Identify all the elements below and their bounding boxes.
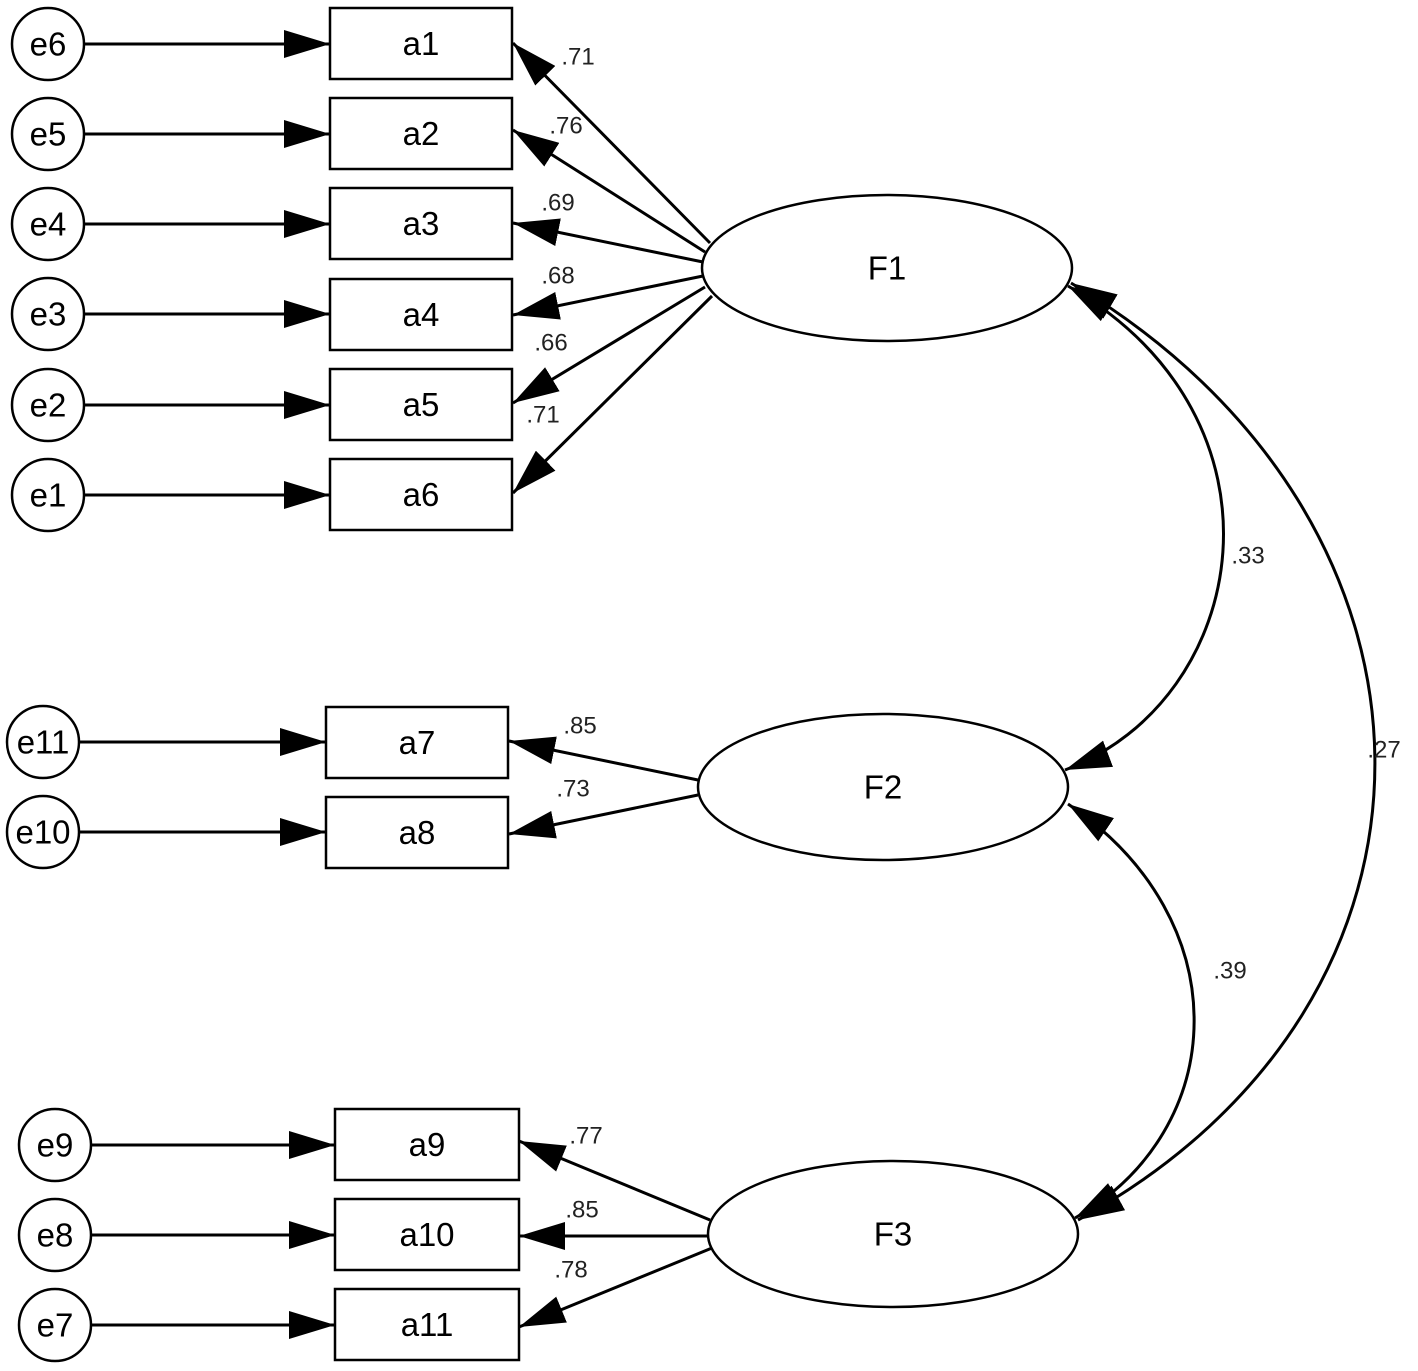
loading-arrow-f3-a11 [518,1246,713,1329]
error-label-e5: e5 [30,116,67,153]
correlation-arrow-f2-f3 [1067,802,1196,1220]
error-label-e11: e11 [17,724,70,761]
loading-label-a5: .66 [534,330,567,357]
error-node-e4 [10,186,86,262]
indicator-box-a5 [328,367,514,442]
error-node-e7 [17,1287,93,1363]
error-node-e8 [17,1197,93,1273]
error-node-e3 [10,276,86,352]
loading-label-a8: .73 [556,776,589,803]
error-node-e5 [10,96,86,172]
error-label-e3: e3 [30,296,67,333]
factor-label-f1: F1 [868,250,907,287]
indicator-label-a9: a9 [409,1126,446,1163]
indicator-label-a7: a7 [399,724,436,761]
error-node-e11 [5,704,81,780]
correlation-label-f2-f3: .39 [1213,958,1246,985]
indicator-box-a1 [328,6,514,81]
indicator-label-a6: a6 [403,476,440,513]
indicator-label-a11: a11 [401,1306,454,1343]
loading-arrow-f2-a7 [508,736,699,782]
indicator-box-a4 [328,277,514,352]
loading-label-a4: .68 [541,263,574,290]
loading-arrow-f1-a3 [512,218,704,264]
indicator-box-a3 [328,186,514,261]
loading-label-a2: .76 [549,113,582,140]
loading-arrow-f1-a6 [511,294,714,495]
indicator-box-a2 [328,96,514,171]
loading-label-a6: .71 [526,402,559,429]
loading-arrow-f1-a5 [512,285,706,405]
error-node-e10 [5,794,81,870]
error-label-e6: e6 [30,26,67,63]
loading-label-a11: .78 [554,1257,587,1284]
error-label-e2: e2 [30,387,67,424]
indicator-label-a4: a4 [403,296,440,333]
indicator-box-a10 [333,1197,521,1272]
correlation-arrow-f1-f3 [1070,281,1377,1222]
error-label-e7: e7 [37,1307,74,1344]
indicator-box-a8 [324,795,510,870]
loading-arrow-f1-a2 [512,128,706,254]
error-node-e1 [10,457,86,533]
indicator-box-a6 [328,457,514,532]
indicator-box-a9 [333,1107,521,1182]
correlation-arrow-f1-f2 [1064,284,1225,772]
indicator-label-a10: a10 [399,1216,454,1253]
error-label-e9: e9 [37,1127,74,1164]
factor-label-f2: F2 [864,769,903,806]
error-label-e1: e1 [30,477,67,514]
indicator-label-a2: a2 [403,115,440,152]
error-label-e4: e4 [30,206,67,243]
factor-node-f2 [696,712,1070,862]
loading-arrow-f1-a1 [511,41,712,245]
indicator-label-a5: a5 [403,386,440,423]
loading-arrow-f3-a9 [518,1139,711,1222]
indicator-box-a11 [333,1287,521,1362]
factor-node-f3 [706,1159,1080,1309]
indicator-label-a1: a1 [403,25,440,62]
loading-label-a7: .85 [563,713,596,740]
error-label-e8: e8 [37,1217,74,1254]
loading-arrow-f1-a4 [512,274,704,320]
loading-label-a3: .69 [541,190,574,217]
loading-label-a1: .71 [561,44,594,71]
correlation-label-f1-f3: .27 [1367,737,1400,764]
indicator-label-a8: a8 [399,814,436,851]
error-label-e10: e10 [15,814,70,851]
factor-node-f1 [700,193,1074,343]
loading-label-a9: .77 [569,1123,602,1150]
error-node-e6 [10,6,86,82]
correlation-label-f1-f2: .33 [1231,543,1264,570]
loading-arrow-f2-a8 [508,793,699,839]
indicator-label-a3: a3 [403,205,440,242]
factor-label-f3: F3 [874,1216,913,1253]
error-node-e9 [17,1107,93,1183]
indicator-box-a7 [324,705,510,780]
loading-label-a10: .85 [565,1197,598,1224]
error-node-e2 [10,367,86,443]
